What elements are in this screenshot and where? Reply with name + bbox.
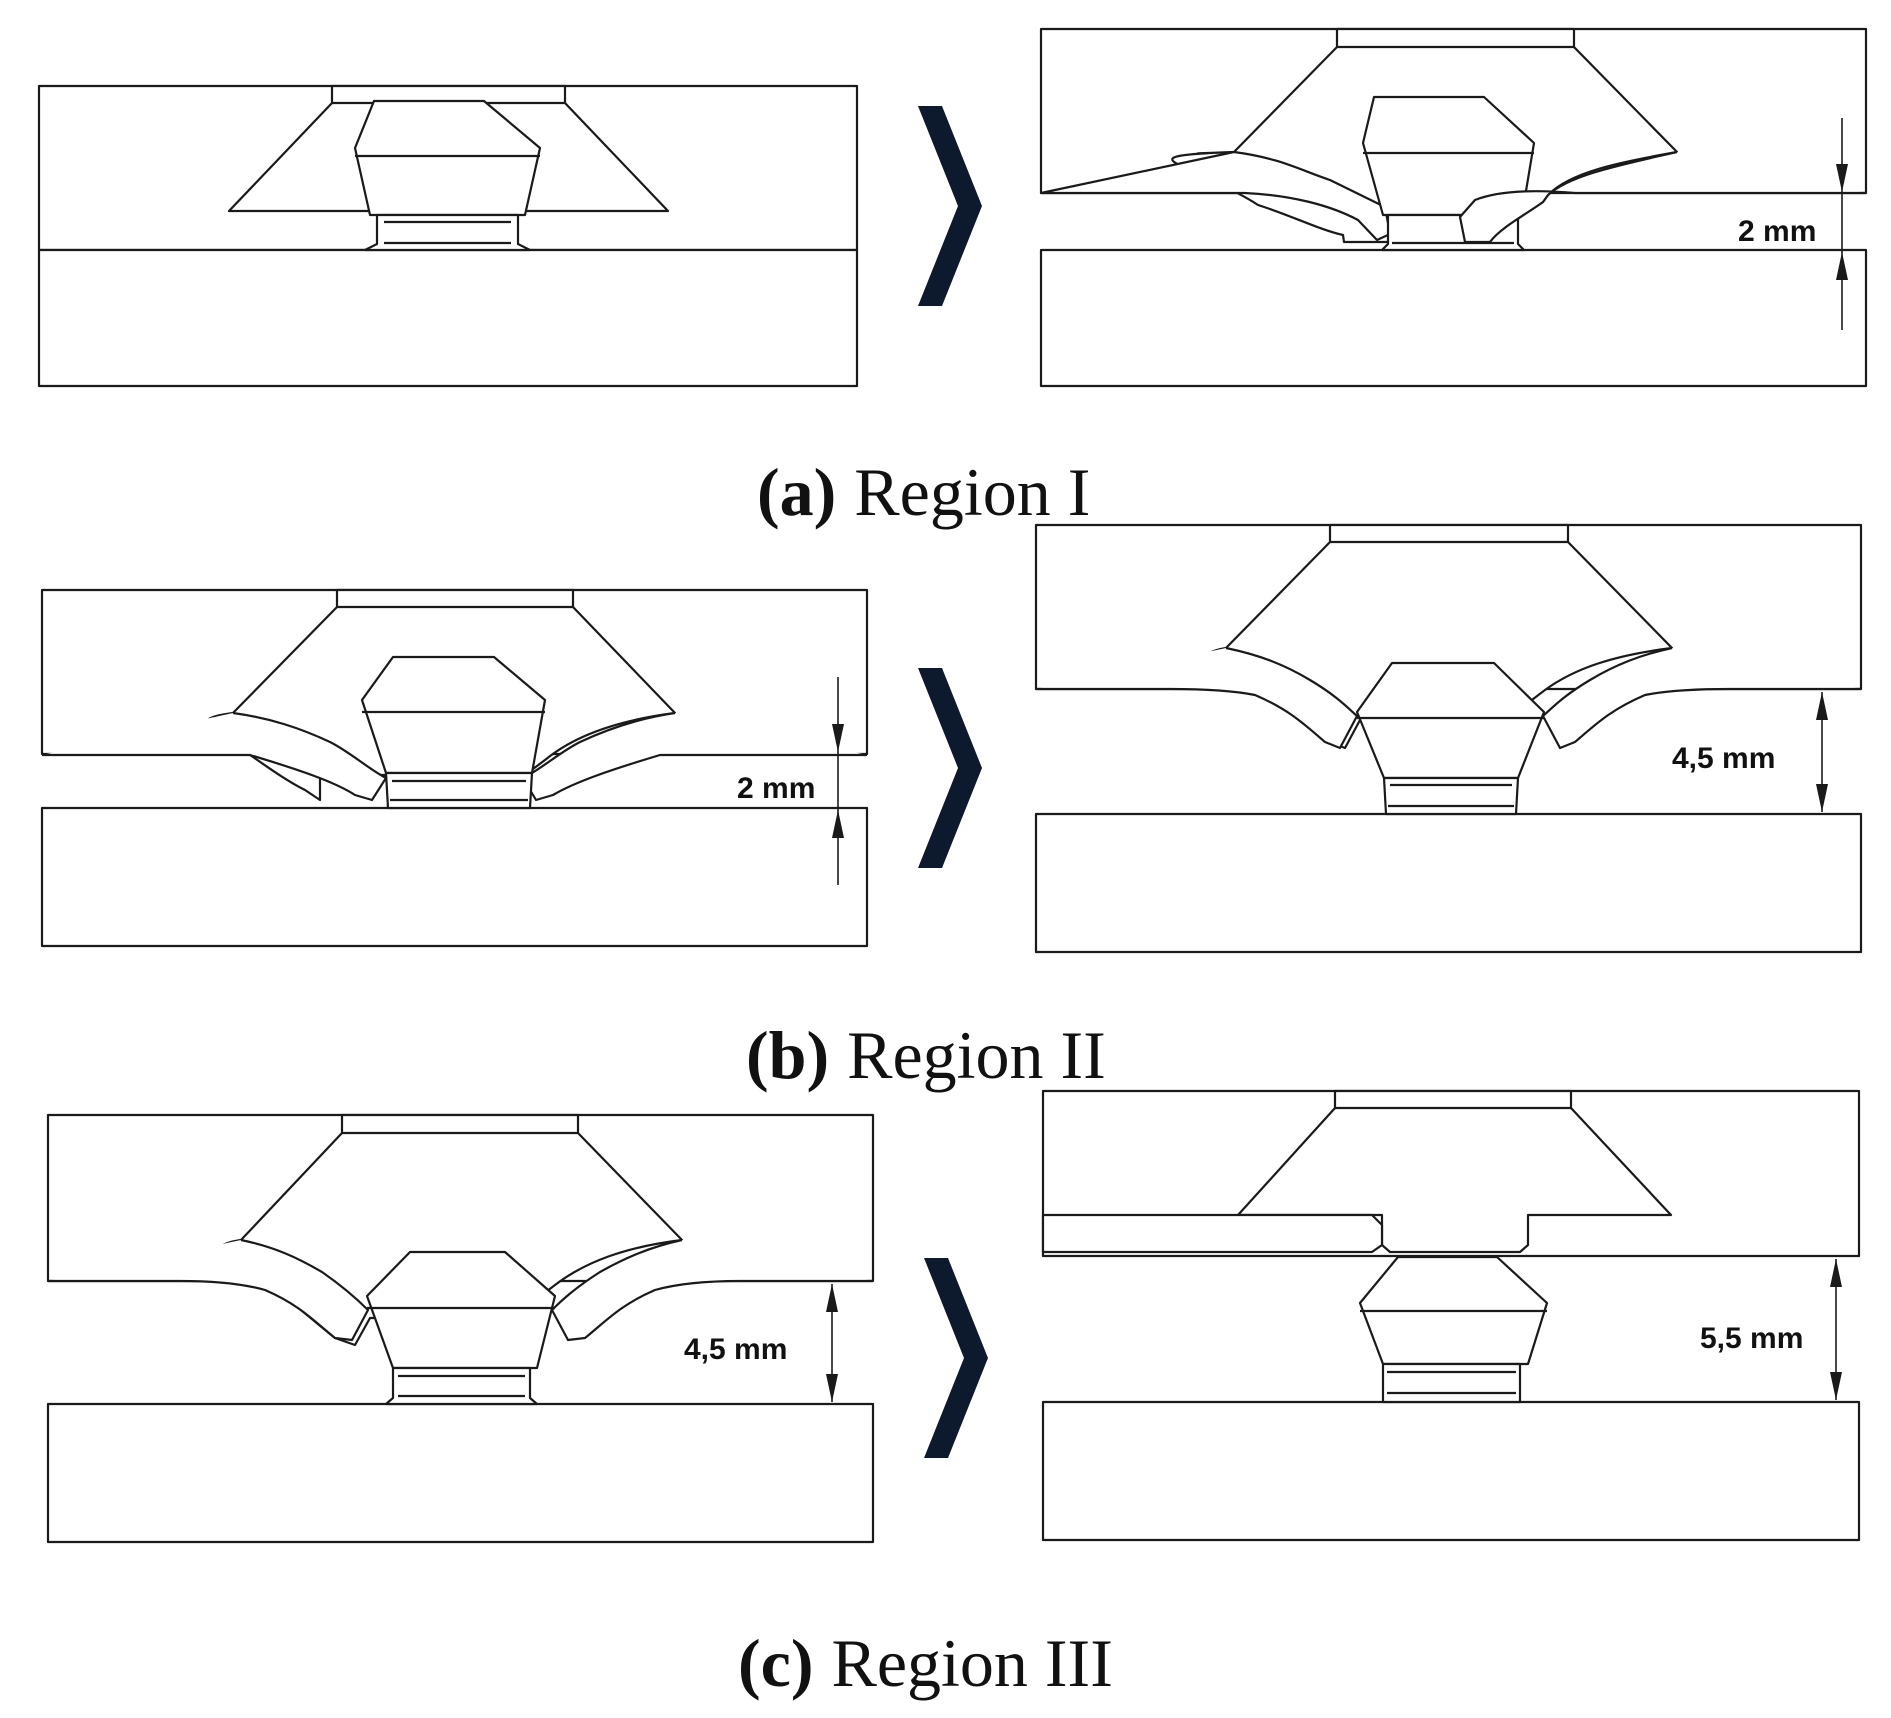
lower-plate xyxy=(1041,1400,1861,1542)
punch-neck xyxy=(384,1366,539,1406)
lower-plate xyxy=(37,248,859,388)
region-2-initial-state: 2 mm xyxy=(40,588,869,948)
chevron-right-icon xyxy=(918,106,982,306)
region-3-final-state: 5,5 mm xyxy=(1041,1089,1861,1542)
left-sheet-flow xyxy=(42,711,388,802)
right-sheet-flow xyxy=(521,711,867,802)
lower-plate xyxy=(1034,812,1863,954)
caption-a: (a)Region I xyxy=(757,454,1090,530)
punch-head xyxy=(353,99,542,217)
caption-b: (b)Region II xyxy=(746,1017,1106,1093)
dimension-label: 4,5 mm xyxy=(1672,742,1775,775)
chevron-right-icon xyxy=(924,1258,988,1458)
punch-neck xyxy=(363,213,532,252)
lower-plate xyxy=(40,806,869,948)
left-sheet-flow xyxy=(1036,646,1359,750)
dimension-label: 5,5 mm xyxy=(1700,1322,1803,1355)
punch-neck xyxy=(384,771,534,810)
right-sheet-flow xyxy=(1458,150,1866,244)
dimension-label: 4,5 mm xyxy=(684,1333,787,1366)
region-2-final-state: 4,5 mm xyxy=(1034,523,1863,954)
right-sheet-flow xyxy=(1541,646,1861,750)
left-sheet-flow xyxy=(48,1238,370,1342)
lower-plate xyxy=(46,1402,875,1544)
region-1-final-state: 2 mm xyxy=(1039,27,1868,388)
region-1-initial-state xyxy=(37,84,859,388)
deformed-sheet xyxy=(1039,150,1392,242)
chevron-right-icon xyxy=(918,668,982,868)
punch-neck xyxy=(1382,776,1520,816)
dimension-label: 2 mm xyxy=(737,772,815,805)
lower-plate xyxy=(1039,248,1868,388)
caption-c: (c)Region III xyxy=(738,1625,1113,1701)
region-3-initial-state: 4,5 mm xyxy=(46,1113,875,1544)
dimension-label: 2 mm xyxy=(1738,215,1816,248)
punch-head xyxy=(365,1250,557,1370)
punch-neck xyxy=(1381,1362,1522,1404)
left-sheet-piece xyxy=(1041,1213,1384,1254)
right-sheet-flow xyxy=(550,1238,873,1342)
